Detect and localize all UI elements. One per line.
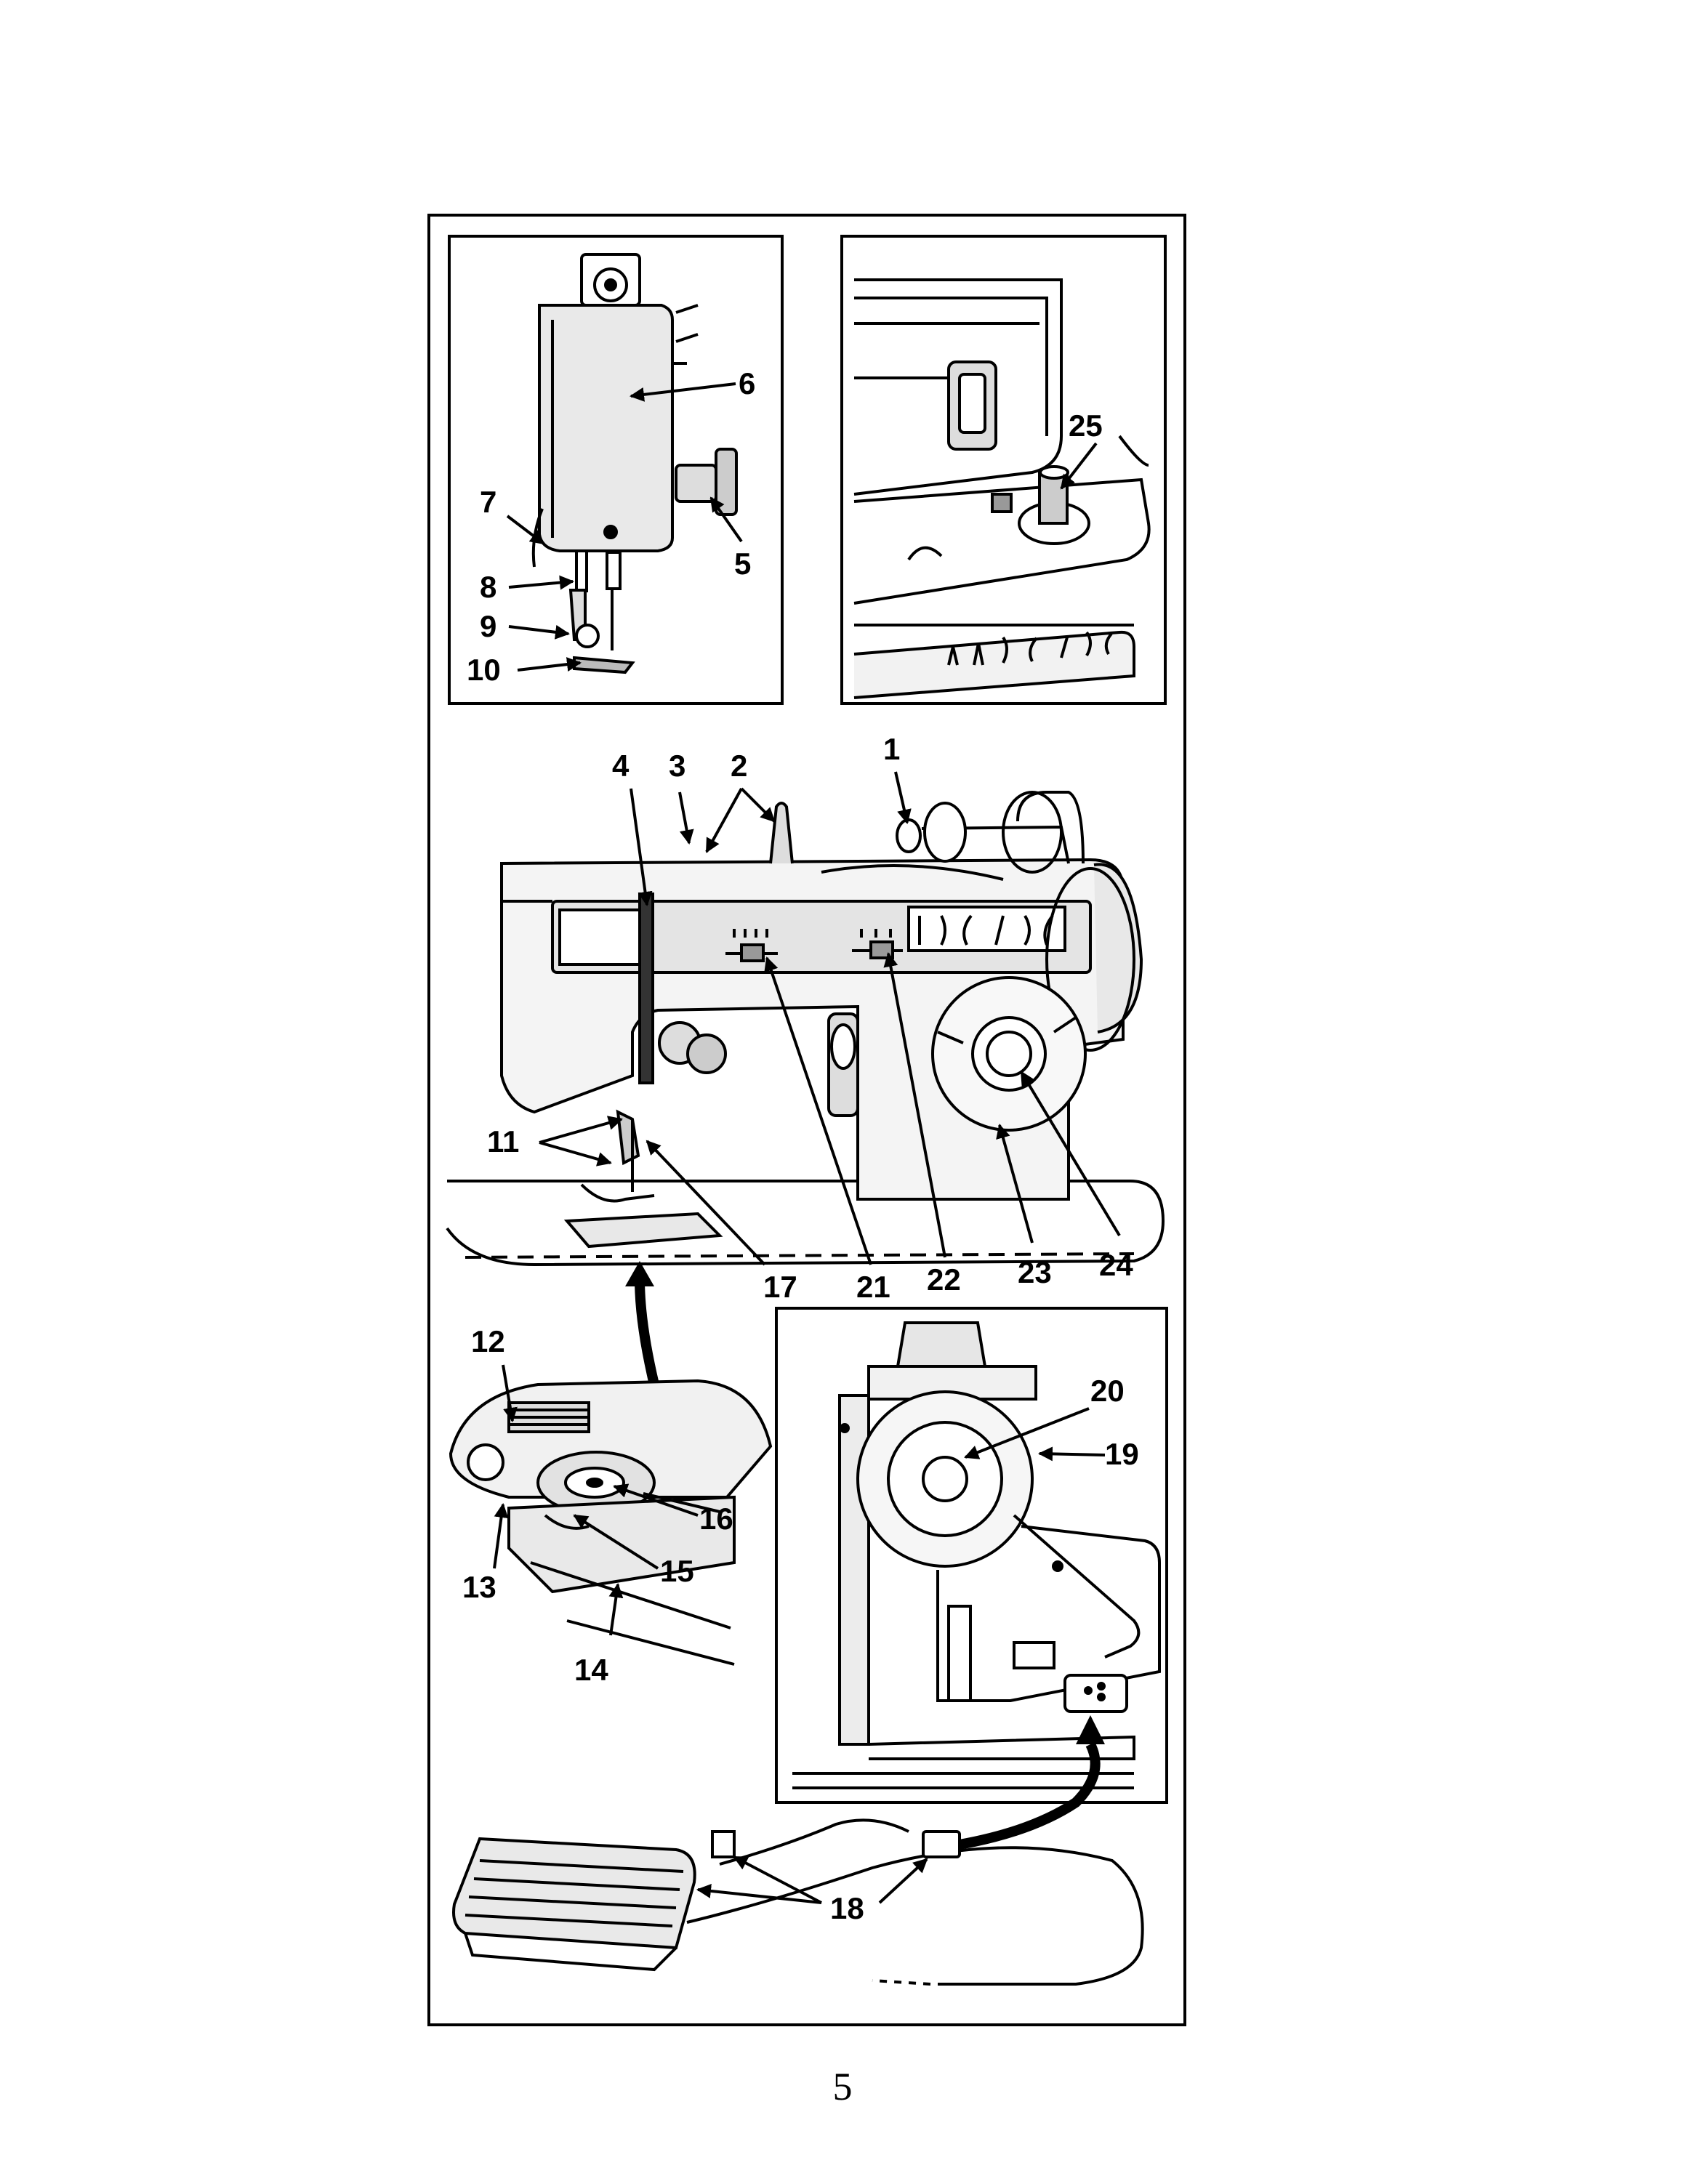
callout-line-10 [517, 657, 582, 672]
callout-label-9: 9 [480, 609, 496, 643]
callout-line-5 [709, 496, 743, 543]
machine-head-drawing [531, 253, 738, 674]
callout-label-21: 21 [856, 1270, 890, 1304]
callout-line-1 [894, 771, 912, 824]
callout-line-17 [646, 1140, 766, 1266]
callout-line-18b [696, 1883, 822, 1904]
callout-line-4 [630, 788, 653, 906]
callout-line-3 [678, 791, 694, 845]
callout-line-12 [502, 1364, 518, 1422]
callout-line-18c [878, 1858, 928, 1904]
bobbin-winder-drawing [853, 278, 1151, 699]
callout-label-13: 13 [462, 1570, 496, 1604]
callout-line-23 [996, 1124, 1034, 1244]
callout-label-25: 25 [1069, 408, 1103, 443]
callout-line-24 [1020, 1071, 1121, 1237]
callout-label-1: 1 [883, 732, 900, 766]
callout-line-11b [539, 1141, 612, 1166]
callout-label-11: 11 [487, 1124, 519, 1159]
callout-label-10: 10 [467, 653, 501, 687]
panel-side-view-detail: 20 19 [775, 1307, 1168, 1804]
callout-line-21 [764, 956, 872, 1265]
callout-label-19: 19 [1105, 1437, 1139, 1471]
callout-label-2: 2 [731, 749, 747, 783]
callout-line-22 [883, 952, 946, 1258]
callout-label-16: 16 [699, 1502, 733, 1536]
callout-label-17: 17 [763, 1270, 797, 1304]
callout-label-8: 8 [480, 570, 496, 604]
callout-line-16 [613, 1483, 699, 1517]
panel-head-detail: 6 5 7 8 9 10 [448, 235, 784, 705]
panel-bobbin-winder-detail: 25 [840, 235, 1167, 705]
callout-label-5: 5 [734, 547, 751, 581]
machine-body-drawing [446, 791, 1165, 1386]
callout-label-18: 18 [830, 1891, 864, 1925]
callout-label-23: 23 [1018, 1255, 1052, 1289]
main-machine: 4 3 2 1 11 17 21 22 23 24 [446, 732, 1165, 1386]
callout-label-6: 6 [739, 366, 755, 400]
callout-line-7 [506, 515, 545, 545]
page-number: 5 [832, 2065, 853, 2108]
callout-line-18a [733, 1855, 822, 1904]
callout-label-14: 14 [574, 1653, 608, 1687]
callout-line-19 [1038, 1446, 1106, 1462]
callout-line-9 [508, 624, 570, 640]
callout-line-2b [740, 787, 776, 823]
foot-control-drawing [452, 1741, 1144, 1986]
callout-line-6 [630, 382, 736, 402]
callout-label-24: 24 [1099, 1248, 1133, 1282]
panel-foot-control: 18 [452, 1715, 1144, 1986]
outer-frame [427, 214, 1186, 2026]
callout-label-15: 15 [660, 1554, 694, 1588]
needle-plate-drawing [449, 1379, 773, 1666]
callout-label-4: 4 [612, 749, 630, 783]
callout-line-8 [508, 575, 574, 590]
callout-label-7: 7 [480, 485, 496, 519]
callout-line-25 [1060, 442, 1098, 490]
panel-needle-plate-detail: 12 13 14 15 16 [449, 1324, 773, 1687]
callout-label-12: 12 [471, 1324, 505, 1358]
callout-line-11a [539, 1116, 623, 1144]
callout-line-13 [493, 1503, 509, 1569]
callout-label-3: 3 [669, 749, 685, 783]
callout-line-14 [608, 1583, 624, 1636]
callout-line-15 [573, 1514, 659, 1570]
callout-line-2a [705, 788, 743, 853]
callout-line-20 [964, 1407, 1090, 1459]
callout-label-20: 20 [1090, 1374, 1125, 1408]
callout-label-22: 22 [927, 1262, 961, 1297]
